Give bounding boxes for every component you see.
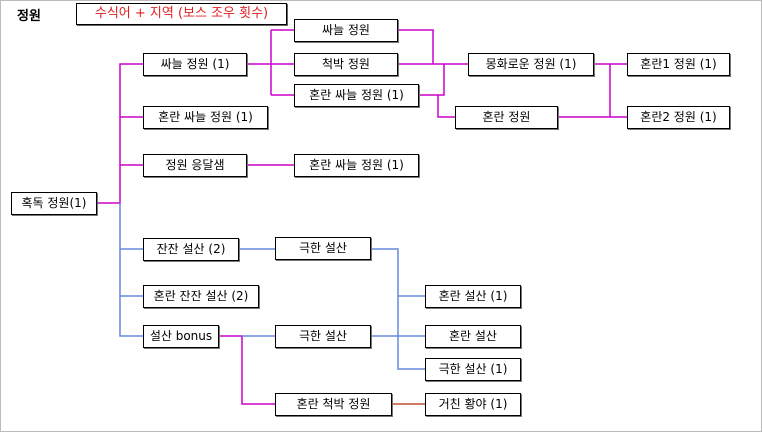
node-chilly-garden-1[interactable]: 싸늘 정원 (1) xyxy=(143,53,247,76)
node-chaos-snow-1[interactable]: 혼란 설산 (1) xyxy=(425,285,521,308)
node-chaos-chilly-garden-b[interactable]: 혼란 싸늘 정원 (1) xyxy=(294,84,419,107)
legend-box: 수식어 + 지역 (보스 조우 횟수) xyxy=(76,3,287,25)
snow-connectors xyxy=(119,203,425,370)
node-extreme-snow-a[interactable]: 극한 설산 xyxy=(275,237,371,260)
node-chaos1-garden[interactable]: 혼란1 정원 (1) xyxy=(627,53,730,76)
node-barren-garden[interactable]: 척박 정원 xyxy=(294,53,398,76)
node-chaos-calm-snow[interactable]: 혼란 잔잔 설산 (2) xyxy=(143,285,259,308)
node-rough-wild[interactable]: 거친 황야 (1) xyxy=(425,393,521,416)
node-chaos-chilly-garden[interactable]: 혼란 싸늘 정원 (1) xyxy=(143,106,268,129)
node-garden-spring[interactable]: 정원 응달샘 xyxy=(143,154,247,177)
node-root[interactable]: 혹독 정원(1) xyxy=(11,192,97,215)
node-chaos-barren-garden[interactable]: 혼란 척박 정원 xyxy=(275,393,392,416)
node-chaos-garden[interactable]: 혼란 정원 xyxy=(455,106,558,129)
node-extreme-snow-b[interactable]: 극한 설산 xyxy=(275,325,371,348)
node-chaos2-garden[interactable]: 혼란2 정원 (1) xyxy=(627,106,730,129)
page-title: 정원 xyxy=(17,9,41,24)
node-chaos-snow[interactable]: 혼란 설산 xyxy=(425,325,521,348)
garden-connectors xyxy=(97,29,627,405)
node-calm-snow[interactable]: 잔잔 설산 (2) xyxy=(143,238,239,261)
node-snow-bonus[interactable]: 설산 bonus xyxy=(143,325,219,348)
node-extreme-snow-1[interactable]: 극한 설산 (1) xyxy=(425,358,521,381)
node-peaceful-garden[interactable]: 몽화로운 정원 (1) xyxy=(468,53,594,76)
node-chaos-chilly-garden-c[interactable]: 혼란 싸늘 정원 (1) xyxy=(294,154,419,177)
node-chilly-garden[interactable]: 싸늘 정원 xyxy=(294,19,398,42)
